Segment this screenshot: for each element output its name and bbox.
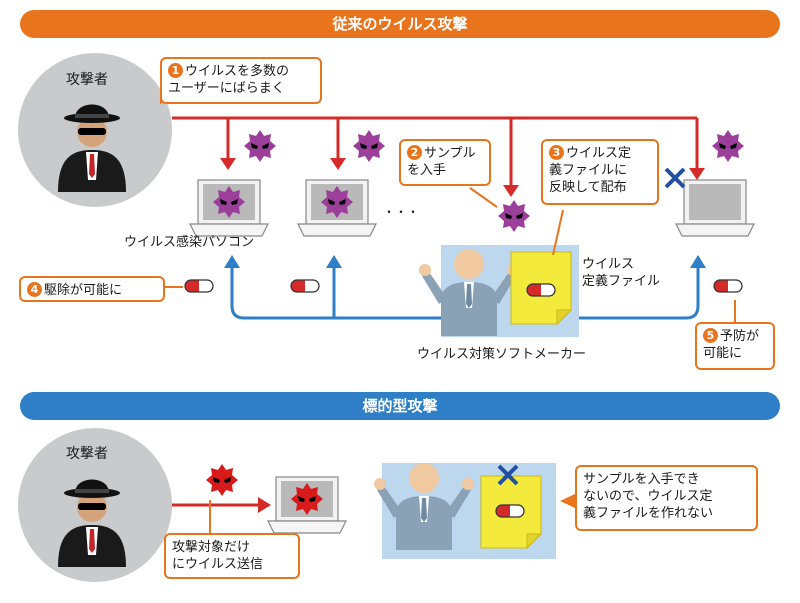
protected-laptop-icon — [675, 179, 755, 237]
callout-pointer — [469, 187, 498, 208]
virus-distribution-arrows — [172, 116, 705, 197]
virus-icon — [353, 130, 385, 162]
definition-file-label: ウイルス 定義ファイル — [582, 257, 661, 289]
vendor-label: ウイルス対策ソフトメーカー — [417, 347, 587, 362]
targeted-send-arrow — [172, 497, 271, 513]
section-title-traditional: 従来のウイルス攻撃 — [20, 10, 780, 38]
pill-icon — [526, 283, 556, 297]
step-number: 3 — [549, 145, 564, 160]
step-number: 1 — [168, 63, 183, 78]
callout-cannot-create: サンプルを入手でき ないので、ウイルス定 義ファイルを作れない — [575, 465, 758, 531]
callout-pointer — [552, 209, 564, 256]
pill-icon — [495, 504, 525, 518]
virus-icon — [712, 130, 744, 162]
step-number: 5 — [703, 328, 718, 343]
callout-targeted-send: 攻撃対象だけ にウイルス送信 — [164, 533, 300, 579]
ellipsis: ・・・ — [383, 205, 420, 219]
section-title-targeted: 標的型攻撃 — [20, 392, 780, 420]
virus-sample-icon — [498, 200, 530, 232]
cannot-create-x-icon — [497, 464, 519, 486]
definition-distribution-arrows — [224, 255, 706, 320]
attacker-label: 攻撃者 — [66, 72, 108, 88]
virus-icon — [244, 130, 276, 162]
virus-icon — [206, 464, 238, 496]
blocked-x-icon — [664, 167, 686, 189]
callout-pointer — [560, 494, 575, 508]
pill-icon — [713, 279, 743, 293]
attacker-label-targeted: 攻撃者 — [66, 446, 108, 462]
pill-icon — [184, 279, 214, 293]
infected-pc-label: ウイルス感染パソコン — [124, 235, 255, 250]
step-number: 4 — [27, 282, 42, 297]
pill-icon — [290, 279, 320, 293]
step-number: 2 — [407, 145, 422, 160]
